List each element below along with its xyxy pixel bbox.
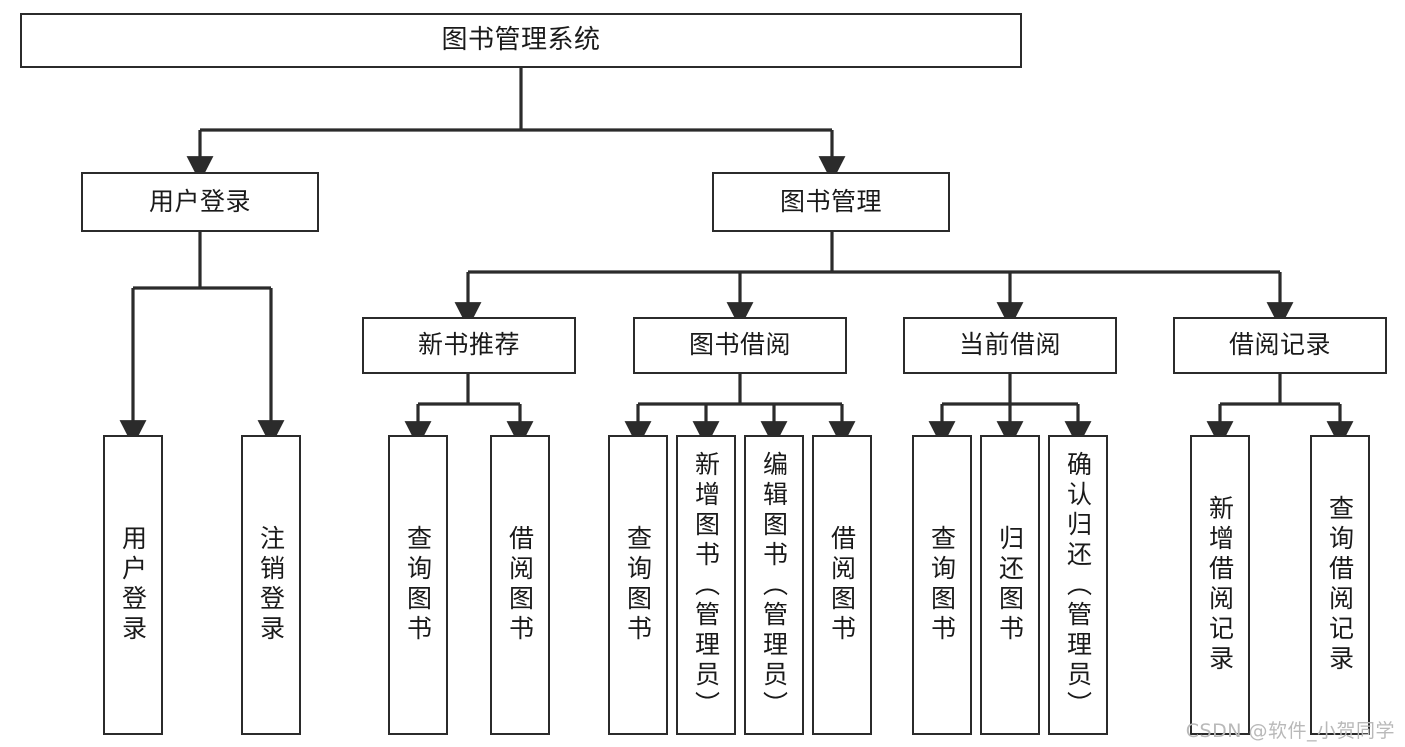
node-label: 归还图书: [995, 525, 1025, 645]
node-label: 确认归还（管理员）: [1063, 451, 1093, 721]
node-book-borrow[interactable]: 图书借阅: [633, 317, 847, 374]
node-label: 图书管理: [779, 186, 882, 216]
node-label: 注销登录: [256, 525, 286, 645]
leaf-borrow-query-book[interactable]: 查询图书: [608, 435, 668, 735]
node-label: 新增借阅记录: [1205, 495, 1235, 675]
leaf-record-add[interactable]: 新增借阅记录: [1190, 435, 1250, 735]
node-borrow-record[interactable]: 借阅记录: [1173, 317, 1387, 374]
node-label: 当前借阅: [958, 330, 1061, 360]
leaf-recommend-borrow-book[interactable]: 借阅图书: [490, 435, 550, 735]
csdn-watermark: CSDN @软件_小贺同学: [1185, 720, 1395, 742]
node-label: 编辑图书（管理员）: [759, 451, 789, 721]
leaf-user-logout[interactable]: 注销登录: [241, 435, 301, 735]
leaf-user-login[interactable]: 用户登录: [103, 435, 163, 735]
node-label: 查询借阅记录: [1325, 495, 1355, 675]
leaf-current-confirm-return-admin[interactable]: 确认归还（管理员）: [1048, 435, 1108, 735]
node-current-borrow[interactable]: 当前借阅: [903, 317, 1117, 374]
node-label: 借阅记录: [1228, 330, 1331, 360]
node-label: 借阅图书: [827, 525, 857, 645]
leaf-current-query-book[interactable]: 查询图书: [912, 435, 972, 735]
node-label: 用户登录: [148, 186, 251, 216]
node-label: 新书推荐: [417, 330, 520, 360]
node-label: 新增图书（管理员）: [691, 451, 721, 721]
leaf-borrow-add-book-admin[interactable]: 新增图书（管理员）: [676, 435, 736, 735]
node-label: 查询图书: [623, 525, 653, 645]
node-label: 借阅图书: [505, 525, 535, 645]
node-book-management[interactable]: 图书管理: [712, 172, 950, 232]
leaf-recommend-query-book[interactable]: 查询图书: [388, 435, 448, 735]
leaf-record-query[interactable]: 查询借阅记录: [1310, 435, 1370, 735]
node-root-system[interactable]: 图书管理系统: [20, 13, 1022, 68]
node-user-login[interactable]: 用户登录: [81, 172, 319, 232]
node-label: 图书管理系统: [441, 24, 601, 55]
node-label: 用户登录: [118, 525, 148, 645]
node-label: 查询图书: [403, 525, 433, 645]
leaf-borrow-lend-book[interactable]: 借阅图书: [812, 435, 872, 735]
node-label: 图书借阅: [688, 330, 791, 360]
leaf-borrow-edit-book-admin[interactable]: 编辑图书（管理员）: [744, 435, 804, 735]
leaf-current-return-book[interactable]: 归还图书: [980, 435, 1040, 735]
node-label: 查询图书: [927, 525, 957, 645]
node-new-book-recommend[interactable]: 新书推荐: [362, 317, 576, 374]
